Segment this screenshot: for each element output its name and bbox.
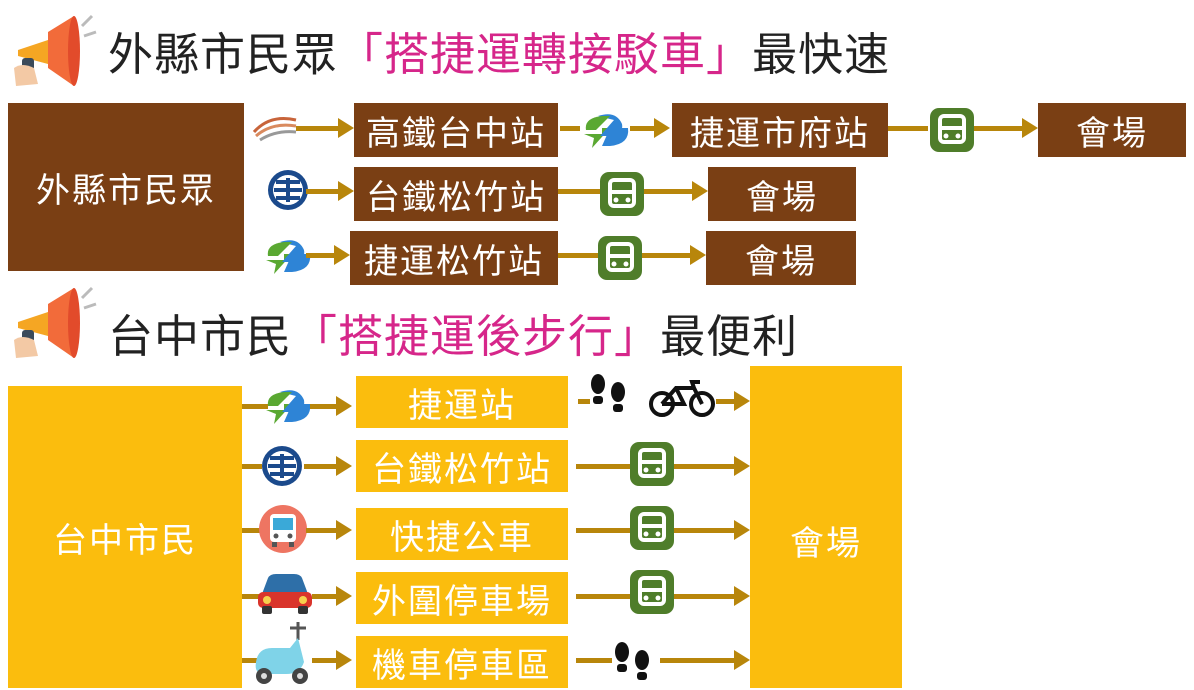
destination-venue: 會場 [708,167,856,221]
tra-icon [260,444,304,488]
arrow [644,181,708,201]
megaphone-icon [8,6,100,96]
headline-suffix: 最快速 [752,27,891,81]
arrow [306,245,350,265]
connector [242,594,260,599]
bus-icon [928,106,976,154]
headline-prefix: 外縣市民眾 [108,27,339,81]
origin-local: 台中市民 [8,386,242,688]
arrow [296,118,354,138]
connector [576,528,630,533]
headline-intercity: 外縣市民眾 「 搭捷運轉接駁車 」 最快速 [108,20,891,81]
headline-highlight: 搭捷運轉接駁車 [384,27,707,81]
stop-tra-songzhu: 台鐵松竹站 [356,440,568,492]
arrow [306,520,352,540]
stop-express-bus: 快捷公車 [356,508,568,560]
headline-close-bracket: 」 [706,27,753,81]
stop-outer-parking: 外圍停車場 [356,572,568,624]
arrow [674,456,750,476]
arrow [716,391,750,411]
stop-scooter-parking: 機車停車區 [356,636,568,688]
bus-icon [628,504,676,552]
arrow [310,396,352,416]
car-icon [256,570,314,616]
footprints-icon [590,372,630,416]
hsr-icon [250,110,298,146]
metro-icon [262,382,312,428]
connector [242,464,262,469]
destination-venue: 會場 [706,231,856,285]
connector [242,528,262,533]
station-tra-songzhu: 台鐵松竹站 [354,167,558,221]
arrow [630,118,670,138]
origin-intercity: 外縣市民眾 [8,103,244,271]
connector [242,658,262,663]
connector [576,464,630,469]
footprints-icon [614,640,654,684]
metro-icon [262,232,312,278]
arrow [974,118,1038,138]
arrow [674,586,750,606]
connector [578,399,590,404]
headline-highlight: 搭捷運後步行 [338,309,615,363]
headline-open-bracket: 「 [338,27,385,81]
arrow [312,586,352,606]
bus-icon [598,170,646,218]
headline-open-bracket: 「 [292,309,339,363]
scooter-icon [250,618,318,686]
connector [242,404,268,409]
metro-icon [580,106,630,152]
station-metro-cityhall: 捷運市府站 [672,103,888,157]
connector [558,189,600,194]
megaphone-icon [8,278,100,368]
arrow [674,520,750,540]
tra-icon [266,168,310,212]
bus-icon [628,568,676,616]
headline-local: 台中市民 「 搭捷運後步行 」 最便利 [108,302,799,363]
bus-icon [596,234,644,282]
destination-venue: 會場 [750,366,902,688]
connector [576,658,612,663]
station-metro-songzhu: 捷運松竹站 [350,231,558,285]
arrow [304,456,352,476]
bicycle-icon [648,378,716,418]
stop-metro-station: 捷運站 [356,376,568,428]
headline-suffix: 最便利 [660,309,799,363]
arrow [660,650,750,670]
arrow [306,181,354,201]
arrow [312,650,352,670]
connector [576,594,630,599]
headline-close-bracket: 」 [614,309,661,363]
connector [560,126,580,131]
arrow [642,245,706,265]
connector [888,126,928,131]
headline-prefix: 台中市民 [108,309,293,363]
bus-icon [628,440,676,488]
destination-venue: 會場 [1038,103,1186,157]
city-bus-icon [258,504,308,554]
station-hsr: 高鐵台中站 [354,103,558,157]
connector [558,253,598,258]
